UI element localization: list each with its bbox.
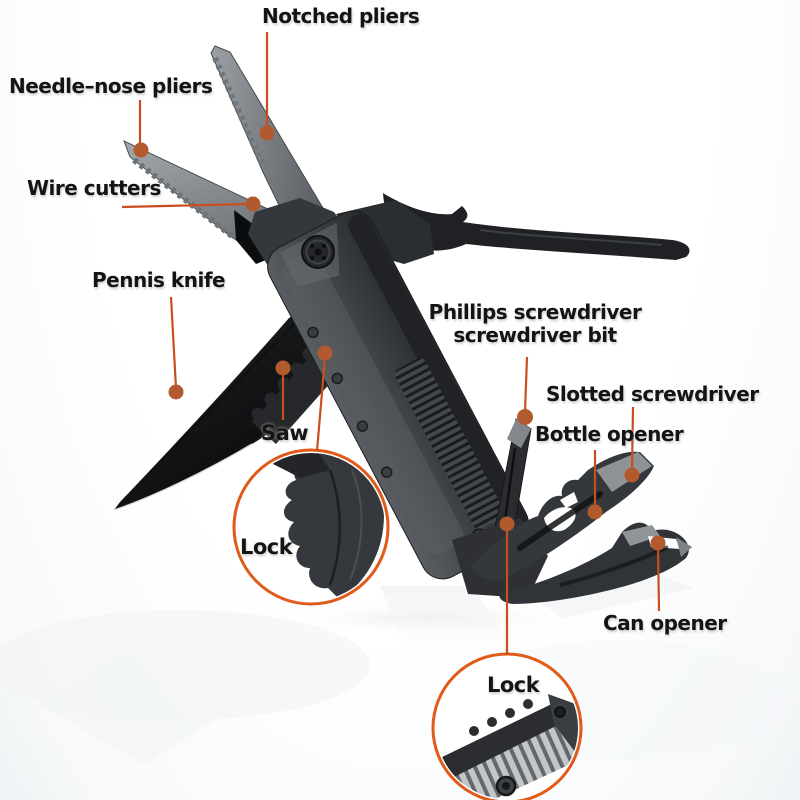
slotted-screwdriver-tip: [596, 452, 652, 492]
leader-lines: [121, 32, 661, 655]
callout-dot-needle-nose: [133, 142, 149, 158]
callout-dot-bottle-opener: [587, 504, 603, 520]
label-notched-pliers: Notched pliers: [262, 4, 420, 28]
leader-line-pennis-knife: [169, 296, 178, 389]
callout-dot-wire-cutters: [245, 196, 261, 212]
callout-dot-lock-lower: [499, 516, 515, 532]
label-pennis-knife: Pennis knife: [92, 268, 226, 292]
callout-dot-can-opener: [650, 535, 666, 551]
main-handle: [267, 210, 529, 580]
reflection: [0, 576, 790, 765]
label-lock-lower: Lock: [487, 673, 540, 697]
leader-line-phillips: [523, 356, 529, 413]
can-opener-bevel: [622, 525, 660, 546]
label-needle-nose-pliers: Needle–nose pliers: [9, 74, 213, 98]
leader-line-can-opener: [656, 546, 661, 612]
leader-line-wire-cutters: [121, 202, 251, 209]
callout-dot-phillips: [517, 409, 533, 425]
label-can-opener: Can opener: [603, 611, 727, 635]
callout-dot-saw: [275, 360, 291, 376]
label-slotted-screwdriver: Slotted screwdriver: [546, 382, 759, 406]
knife-ridge: [149, 317, 301, 473]
label-phillips-line2: screwdriver bit: [453, 323, 617, 347]
knife-edge-highlight: [113, 443, 253, 511]
callout-dot-notched-pliers: [259, 125, 275, 141]
knife-blade: [114, 293, 334, 510]
grip-ribs: [394, 358, 505, 529]
label-wire-cutters: Wire cutters: [27, 176, 161, 200]
callout-dot-pennis-knife: [168, 384, 184, 400]
pocket-clip-handle: [383, 193, 690, 260]
bottle-opener-slot: [517, 491, 603, 551]
label-saw: Saw: [261, 421, 309, 445]
zoom-inset-lower: [431, 652, 583, 800]
callout-dots: [133, 125, 666, 551]
bottle-opener-arm: [470, 451, 654, 581]
pocket-clip-highlight: [479, 229, 663, 246]
leader-line-lock-upper: [315, 356, 327, 452]
label-phillips-line1: Phillips screwdriver: [428, 300, 642, 324]
zoom-inset-upper: [232, 448, 390, 606]
label-bottle-opener: Bottle opener: [535, 422, 684, 446]
callout-dot-slotted: [624, 467, 640, 483]
callout-dot-lock-upper: [317, 345, 333, 361]
label-phillips-screwdriver: Phillips screwdriver screwdriver bit: [425, 301, 645, 347]
leader-line-slotted: [630, 406, 635, 472]
pivot-screw: [301, 235, 335, 269]
label-lock-upper: Lock: [240, 535, 293, 559]
